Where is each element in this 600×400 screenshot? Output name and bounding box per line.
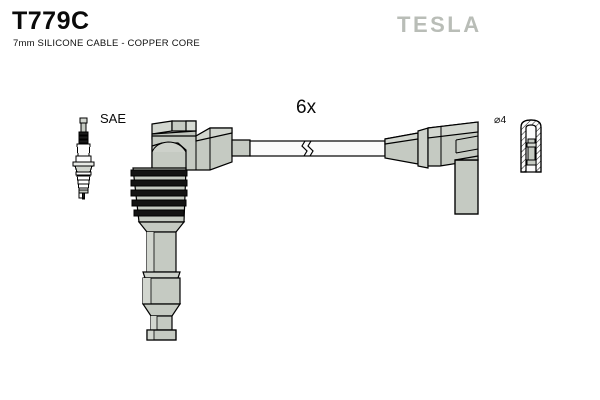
ignition-cable	[249, 140, 386, 157]
page-title: T779C	[12, 7, 90, 35]
label-sae-standard: SAE	[100, 111, 127, 126]
spark-plug-reference-icon	[72, 117, 95, 200]
part-subtitle: 7mm SILICONE CABLE - COPPER CORE	[13, 38, 200, 49]
brand-logo: TESLA	[397, 12, 482, 37]
coil-end-angled-boot	[384, 121, 479, 215]
label-diameter: ⌀4	[494, 114, 507, 126]
label-quantity: 6x	[296, 97, 317, 118]
terminal-cross-section	[520, 119, 542, 173]
plug-end-elbow-boot	[151, 120, 251, 171]
cable-break-symbol	[301, 140, 314, 157]
ribbed-boot-section	[130, 167, 188, 233]
boot-shaft	[141, 231, 182, 341]
